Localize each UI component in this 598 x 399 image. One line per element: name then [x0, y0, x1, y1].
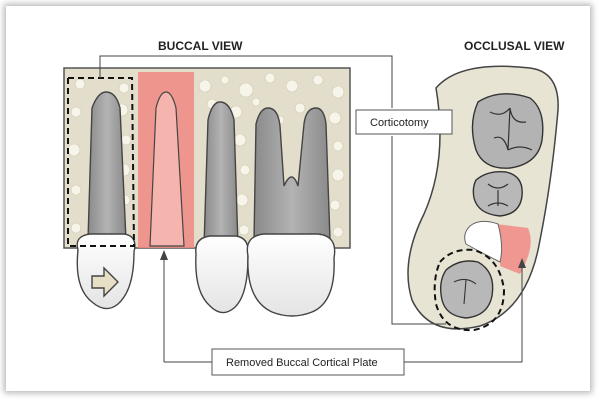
buccal-view — [64, 68, 350, 316]
occlusal-premolar-2 — [441, 261, 493, 318]
removed-plate-label: Removed Buccal Cortical Plate — [212, 349, 404, 375]
occlusal-view-title: OCCLUSAL VIEW — [464, 39, 565, 53]
occlusal-premolar — [473, 172, 522, 216]
svg-text:Removed Buccal Cortical Plate: Removed Buccal Cortical Plate — [226, 357, 378, 369]
corticotomy-label: Corticotomy — [356, 110, 452, 134]
occlusal-molar — [472, 94, 542, 168]
occlusal-view — [408, 66, 558, 330]
buccal-view-title: BUCCAL VIEW — [158, 39, 243, 53]
svg-text:Corticotomy: Corticotomy — [370, 117, 429, 129]
